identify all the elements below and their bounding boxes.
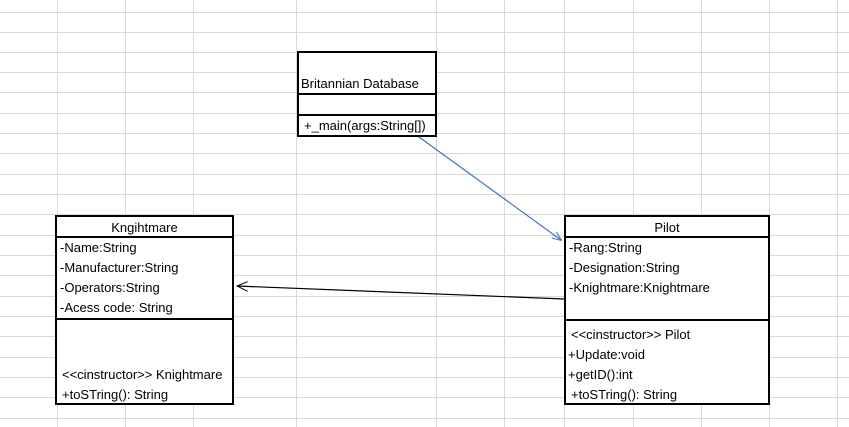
- pilot-attribute-knightmare: -Knightmare:Knightmare: [569, 280, 710, 295]
- knightmare-class-box[interactable]: Kngihtmare -Name:String -Manufacturer:St…: [55, 215, 234, 405]
- knightmare-method-constructor: <<cinstructor>> Knightmare: [62, 367, 223, 382]
- knightmare-class-name: Kngihtmare: [111, 220, 178, 235]
- database-method-main: +_main(args:String[]): [304, 118, 426, 133]
- knightmare-attribute-access-code: -Acess code: String: [60, 300, 173, 315]
- knightmare-attributes-separator: [57, 318, 232, 320]
- pilot-attribute-rang: -Rang:String: [569, 240, 642, 255]
- knightmare-method-tostring: +toSTring(): String: [62, 387, 169, 402]
- pilot-class-box[interactable]: Pilot -Rang:String -Designation:String -…: [564, 215, 770, 405]
- pilot-attribute-designation: -Designation:String: [569, 260, 680, 275]
- knightmare-attribute-manufacturer: -Manufacturer:String: [60, 260, 179, 275]
- pilot-method-update: +Update:void: [568, 347, 645, 362]
- pilot-method-tostring: +toSTring(): String: [571, 387, 678, 402]
- database-class-name: Britannian Database: [301, 76, 419, 91]
- pilot-attributes-separator: [566, 319, 768, 321]
- pilot-method-constructor: <<cinstructor>> Pilot: [571, 327, 691, 342]
- database-name-separator: [299, 93, 435, 95]
- pilot-class-name: Pilot: [654, 220, 680, 235]
- pilot-name-separator: [566, 236, 768, 238]
- database-class-box[interactable]: Britannian Database +_main(args:String[]…: [297, 51, 437, 137]
- database-attributes-separator: [299, 114, 435, 116]
- knightmare-attribute-name: -Name:String: [60, 240, 137, 255]
- pilot-method-getid: +getID():int: [568, 367, 633, 382]
- knightmare-attribute-operators: -Operators:String: [60, 280, 160, 295]
- knightmare-name-separator: [57, 236, 232, 238]
